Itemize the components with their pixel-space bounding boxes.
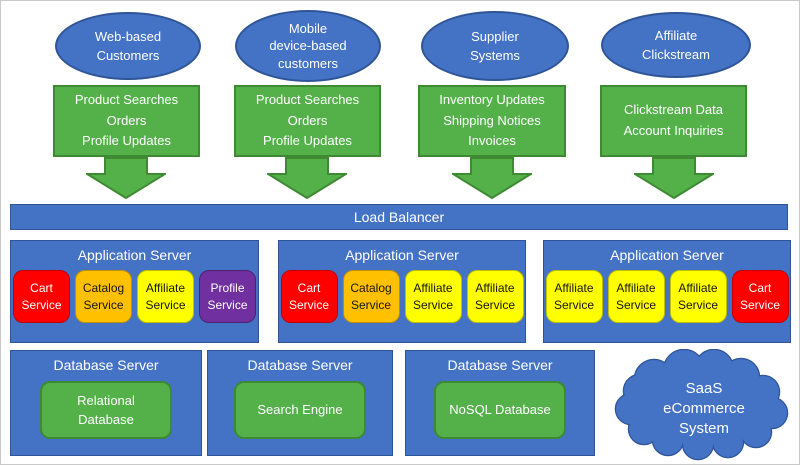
cloud-label-line: eCommerce [663, 400, 745, 417]
database-server-relational: Database Server Relational Database [10, 350, 202, 456]
message-line: Shipping Notices [443, 112, 541, 128]
source-label-line: customers [278, 55, 338, 71]
cloud-label-line: System [679, 420, 729, 437]
service-label-line: Cart [297, 281, 321, 296]
database-server-title: Database Server [247, 357, 353, 373]
service-catalog: Catalog Service [342, 270, 400, 323]
database-server-search: Database Server Search Engine [207, 350, 393, 456]
source-label-line: Supplier [471, 28, 519, 44]
service-label-line: Service [615, 297, 656, 312]
service-label-line: Service [83, 297, 124, 312]
message-line: Clickstream Data [624, 102, 723, 118]
service-label-line: Service [474, 297, 515, 312]
service-label-line: Affiliate [475, 281, 515, 296]
application-server-2: Application Server Cart Service Catalog … [278, 240, 526, 343]
service-cart: Cart Service [13, 270, 70, 323]
database-server-title: Database Server [53, 357, 159, 373]
application-server-title: Application Server [77, 247, 192, 263]
message-line: Orders [106, 112, 147, 128]
source-label-line: Clickstream [642, 47, 710, 62]
message-box-mobile-customers: Product Searches Orders Profile Updates [234, 85, 381, 157]
source-ellipse-web-customers: Web-based Customers [55, 12, 201, 80]
message-box-affiliate-clickstream: Clickstream Data Account Inquiries [600, 85, 747, 157]
load-balancer-bar: Load Balancer [10, 204, 788, 230]
message-box-supplier-systems: Inventory Updates Shipping Notices Invoi… [418, 85, 566, 157]
service-label-line: Affiliate [678, 281, 718, 296]
message-line: Inventory Updates [439, 91, 545, 107]
database-label-line: Relational [77, 392, 135, 408]
database-server-title: Database Server [447, 357, 553, 373]
down-arrow-icon [634, 157, 714, 199]
service-row: Affiliate Service Affiliate Service Affi… [544, 270, 790, 323]
service-label-line: Service [553, 297, 594, 312]
application-server-title: Application Server [610, 247, 724, 263]
service-label-line: Catalog [82, 281, 125, 296]
database-label-line: NoSQL Database [449, 402, 551, 418]
service-catalog: Catalog Service [75, 270, 132, 323]
service-affiliate: Affiliate Service [466, 270, 524, 323]
application-server-1: Application Server Cart Service Catalog … [10, 240, 259, 343]
service-cart: Cart Service [280, 270, 338, 323]
source-ellipse-mobile-customers: Mobile device-based customers [235, 10, 381, 82]
down-arrow-icon [86, 157, 166, 199]
service-cart: Cart Service [731, 270, 789, 323]
database-label-line: Search Engine [257, 402, 343, 418]
relational-database-box: Relational Database [40, 381, 172, 439]
service-label-line: Service [677, 297, 718, 312]
source-ellipse-affiliate-clickstream: Affiliate Clickstream [601, 12, 751, 78]
source-label-line: Web-based [94, 28, 162, 44]
service-profile: Profile Service [199, 270, 256, 323]
source-label-line: Systems [470, 48, 520, 63]
service-label-line: Cart [748, 281, 772, 296]
message-line: Orders [287, 112, 328, 128]
saas-cloud-icon: SaaS eCommerce System [614, 349, 789, 461]
database-label-line: Database [78, 412, 134, 427]
service-label-line: Affiliate [145, 281, 186, 296]
message-line: Product Searches [74, 91, 179, 107]
down-arrow-icon [267, 157, 347, 199]
service-row: Cart Service Catalog Service Affiliate S… [11, 270, 258, 323]
service-label-line: Service [21, 297, 62, 312]
source-label-line: Mobile [288, 20, 328, 36]
service-affiliate: Affiliate Service [669, 270, 727, 323]
load-balancer-label: Load Balancer [353, 209, 445, 225]
database-server-nosql: Database Server NoSQL Database [405, 350, 595, 456]
service-affiliate: Affiliate Service [545, 270, 603, 323]
service-label-line: Service [412, 297, 453, 312]
service-label-line: Catalog [350, 281, 392, 296]
nosql-database-box: NoSQL Database [434, 381, 566, 439]
source-ellipse-supplier-systems: Supplier Systems [421, 11, 569, 81]
service-label-line: Service [288, 297, 329, 312]
service-label-line: Affiliate [554, 281, 594, 296]
service-label-line: Cart [30, 281, 53, 296]
service-label-line: Profile [210, 281, 245, 296]
message-box-web-customers: Product Searches Orders Profile Updates [53, 85, 200, 157]
application-server-title: Application Server [345, 247, 459, 263]
application-server-3: Application Server Affiliate Service Aff… [543, 240, 791, 343]
source-label-line: device-based [269, 38, 347, 54]
service-label-line: Service [350, 297, 391, 312]
search-engine-box: Search Engine [234, 381, 366, 439]
service-affiliate: Affiliate Service [607, 270, 665, 323]
service-label-line: Service [207, 297, 248, 312]
service-label-line: Service [145, 297, 186, 312]
service-affiliate: Affiliate Service [137, 270, 194, 323]
service-label-line: Service [739, 297, 780, 312]
message-line: Account Inquiries [623, 123, 724, 138]
source-label-line: Affiliate [654, 27, 698, 43]
message-line: Profile Updates [263, 133, 352, 149]
message-line: Profile Updates [82, 133, 171, 149]
cloud-label-line: SaaS [686, 380, 723, 397]
service-label-line: Affiliate [616, 281, 656, 296]
service-affiliate: Affiliate Service [404, 270, 462, 323]
source-label-line: Customers [96, 48, 160, 63]
message-line: Invoices [468, 133, 516, 149]
service-row: Cart Service Catalog Service Affiliate S… [279, 270, 525, 323]
message-line: Product Searches [255, 91, 360, 107]
down-arrow-icon [452, 157, 532, 199]
service-label-line: Affiliate [413, 281, 453, 296]
